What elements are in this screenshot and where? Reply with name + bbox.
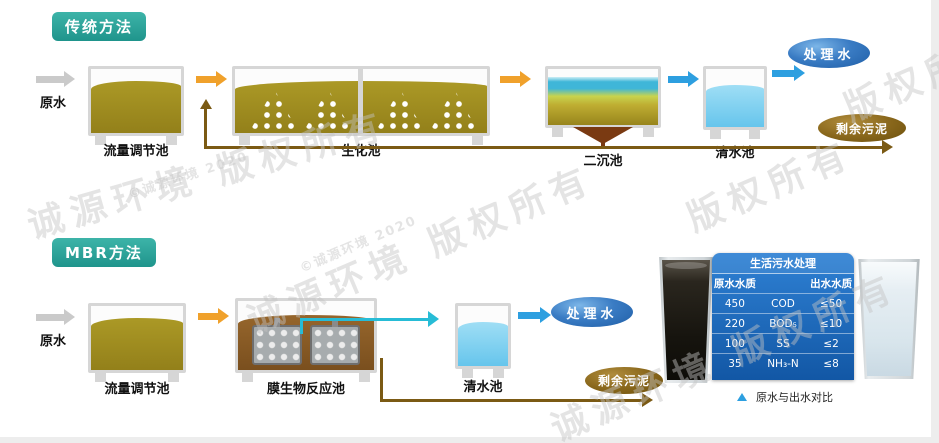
- watermark: ©诚源环境 2020: [297, 213, 420, 277]
- col-header-raw: 原水水质: [713, 278, 756, 290]
- bottom-edge-strip: [0, 437, 939, 443]
- membrane-bioreactor-label: 膜生物反应池: [266, 382, 345, 397]
- flow-regulation-tank: [88, 66, 184, 145]
- permeate-pipe-horizontal: [300, 318, 428, 321]
- clarifier-stem: [601, 140, 605, 148]
- raw-water-glass: [658, 257, 714, 383]
- clear-water-liquid-top: [706, 85, 764, 127]
- raw-water-liquid-mbr: [91, 318, 183, 370]
- flow-arrow-1: [196, 71, 227, 87]
- flow-arrow-2: [500, 71, 531, 87]
- excess-sludge-pill-top: 剩余污泥: [818, 114, 906, 142]
- water-quality-table: 生活污水处理 原水水质 出水水质 450 COD ≤50 220 BOD₅ ≤1…: [712, 253, 854, 380]
- excess-sludge-pill-mbr: 剩余污泥: [585, 367, 663, 394]
- clarifier-liquid: [548, 77, 658, 125]
- treated-water-glass: [857, 259, 921, 379]
- comparison-caption: 原水与出水对比: [737, 389, 833, 405]
- treated-water-arrow-top: [772, 65, 805, 81]
- table-header-row: 原水水质 出水水质: [712, 274, 854, 294]
- sludge-arrowhead-mbr: [642, 393, 653, 407]
- cell-raw: 220: [724, 317, 745, 330]
- cell-raw: 450: [724, 297, 745, 310]
- raw-water-label-mbr: 原水: [40, 334, 67, 349]
- clear-water-tank-mbr-label: 清水池: [463, 380, 503, 395]
- table-row: 220 BOD₅ ≤10: [712, 314, 854, 334]
- raw-water-label: 原水: [40, 96, 67, 111]
- membrane-module-1: [252, 325, 302, 365]
- clear-water-tank-top-label: 清水池: [715, 146, 755, 161]
- sludge-return-line: [204, 109, 207, 148]
- flow-regulation-tank-mbr: [88, 303, 186, 382]
- right-edge-strip: [931, 0, 939, 443]
- sludge-main-line-top: [204, 146, 882, 149]
- table-row: 450 COD ≤50: [712, 294, 854, 314]
- raw-water-inlet-arrow-mbr: [36, 309, 75, 325]
- sludge-return-arrowhead: [200, 99, 212, 109]
- membrane-module-2: [310, 325, 360, 365]
- clarifier-cone: [573, 127, 633, 144]
- comparison-caption-text: 原水与出水对比: [756, 391, 833, 404]
- cell-param: COD: [771, 297, 795, 310]
- secondary-clarifier-label: 二沉池: [583, 154, 623, 169]
- biochemical-tank: [232, 66, 490, 145]
- traditional-method-badge: 传统方法: [52, 12, 147, 41]
- table-row: 100 SS ≤2: [712, 334, 854, 354]
- cell-out: ≤8: [823, 358, 839, 370]
- mbr-method-badge: MBR方法: [52, 238, 156, 267]
- treated-water-pill-top: 处理水: [788, 38, 870, 68]
- table-title: 生活污水处理: [712, 253, 854, 274]
- sludge-drop-line-mbr: [380, 358, 383, 402]
- cell-param: NH₃-N: [767, 358, 799, 370]
- flow-regulation-tank-mbr-label: 流量调节池: [104, 382, 170, 397]
- cell-param: BOD₅: [769, 317, 797, 330]
- raw-water-inlet-arrow: [36, 71, 75, 87]
- cell-raw: 35: [728, 358, 742, 370]
- raw-water-sample: [662, 260, 710, 380]
- treated-water-pill-mbr: 处理水: [551, 297, 633, 327]
- cell-out: ≤2: [823, 337, 839, 350]
- flow-arrow-3: [668, 71, 699, 87]
- flow-regulation-tank-label: 流量调节池: [103, 144, 169, 159]
- flow-arrow-mbr-1: [198, 308, 229, 324]
- triangle-marker-icon: [737, 393, 747, 401]
- clear-water-tank-mbr: [455, 303, 511, 378]
- biochemical-tank-label: 生化池: [341, 144, 381, 159]
- cell-out: ≤50: [820, 297, 843, 310]
- sludge-main-line-mbr: [380, 399, 642, 402]
- cell-raw: 100: [724, 337, 745, 350]
- permeate-arrowhead: [428, 311, 439, 327]
- raw-water-liquid: [91, 81, 181, 133]
- cell-out: ≤10: [820, 317, 843, 330]
- secondary-clarifier-tank: [545, 66, 661, 137]
- table-row: 35 NH₃-N ≤8: [712, 354, 854, 374]
- sludge-arrowhead-top: [882, 140, 893, 154]
- membrane-bioreactor-tank: [235, 298, 377, 382]
- permeate-pipe-vertical: [300, 318, 303, 334]
- col-header-out: 出水水质: [810, 278, 853, 290]
- treated-water-arrow-mbr: [518, 307, 551, 323]
- cell-param: SS: [776, 337, 790, 350]
- tank-divider: [358, 66, 363, 136]
- treated-water-sample: [861, 262, 917, 376]
- clear-water-liquid-mbr: [458, 322, 508, 366]
- clear-water-tank-top: [703, 66, 767, 139]
